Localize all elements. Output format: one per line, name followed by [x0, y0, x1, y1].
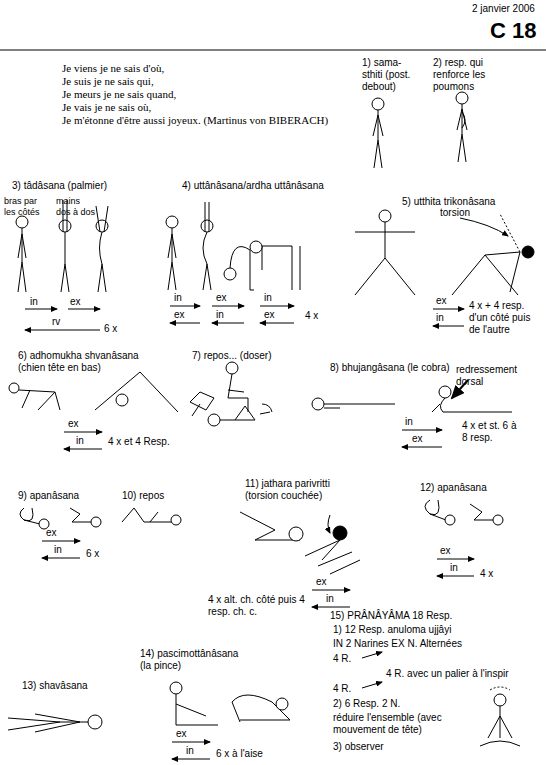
label: Je m'étonne d'être aussi joyeux. (Martin…	[62, 114, 328, 127]
label: Je vais je ne sais où,	[62, 101, 151, 114]
label: 4 x	[305, 310, 318, 322]
label: 12) apanâsana	[420, 482, 487, 494]
label: 3) observer	[333, 741, 384, 753]
label: in	[405, 416, 413, 428]
label: 6 x	[104, 323, 117, 335]
label: ex	[68, 418, 79, 430]
label: 2) resp. qui renforce les poumons	[433, 57, 503, 93]
label: in	[76, 435, 84, 447]
label: 5) utthita trikonâsana	[402, 196, 495, 208]
label: 14) pascimottânâsana (la pince)	[140, 648, 252, 672]
label: 2) 6 Resp. 2 N.	[333, 698, 400, 710]
label: 4 R.	[333, 653, 351, 665]
label: ex	[70, 296, 81, 308]
label: torsion	[440, 207, 470, 219]
label: 2 janvier 2006	[472, 3, 535, 15]
label: Je viens je ne sais d'où,	[62, 62, 164, 75]
label: in	[54, 544, 62, 556]
label: mains dos à dos	[56, 196, 96, 218]
label: ex	[412, 433, 423, 445]
label: 8) bhujangâsana (le cobra)	[330, 362, 450, 374]
label: 4 x	[480, 568, 493, 580]
sheet-title: C 18	[490, 20, 536, 42]
label: in	[174, 292, 182, 304]
label: IN 2 Narines EX N. Alternées	[333, 638, 462, 650]
label: 4 x alt. ch. côté puis 4 resp. ch. c.	[208, 594, 308, 618]
label: 9) apanâsana	[18, 490, 79, 502]
label: 6) adhomukha shvanâsana (chien tête en b…	[18, 350, 158, 374]
label: 4 R.	[333, 683, 351, 695]
label: 13) shavâsana	[22, 680, 88, 692]
label: Je meurs je ne sais quand,	[62, 88, 176, 101]
label: ex	[440, 545, 451, 557]
label: ex	[436, 295, 447, 307]
label: 4 x + 4 resp. d'un côté puis de l'autre	[469, 300, 543, 336]
label: ex	[316, 576, 327, 588]
label: in	[326, 593, 334, 605]
label: in	[436, 312, 444, 324]
label: 4 x et st. 6 à 8 resp.	[462, 420, 518, 444]
label: Je suis je ne sais qui,	[62, 75, 154, 88]
label: 11) jathara parivritti (torsion couchée)	[245, 478, 357, 502]
label: 4) uttânâsana/ardha uttânâsana	[182, 180, 324, 192]
label: 3) tâdâsana (palmier)	[12, 180, 107, 192]
label: in	[264, 292, 272, 304]
label: 1) sama- sthiti (post. debout)	[362, 57, 412, 93]
label: 7) repos... (doser)	[192, 350, 271, 362]
label: ex	[216, 292, 227, 304]
label: in	[30, 296, 38, 308]
label: in	[216, 309, 224, 321]
label: rv	[52, 316, 60, 328]
label: 10) repos	[122, 490, 164, 502]
label: in	[450, 562, 458, 574]
label: ex	[46, 527, 57, 539]
label: ex	[174, 309, 185, 321]
label: 4 R. avec un palier à l'inspir	[386, 668, 509, 680]
label: in	[186, 745, 194, 757]
label: ex	[264, 309, 275, 321]
label: redressement dorsal	[456, 364, 534, 388]
label: réduire l'ensemble (avec mouvement de tê…	[333, 712, 483, 736]
label: bras par les côtés	[4, 196, 50, 218]
label: 6 x à l'aise	[216, 748, 263, 760]
label: 15) PRÂNÂYÂMA 18 Resp.	[330, 610, 452, 622]
label: 1) 12 Resp. anuloma ujjâyi	[333, 624, 451, 636]
label: 6 x	[86, 548, 99, 560]
label: 4 x et 4 Resp.	[108, 436, 170, 448]
label: ex	[176, 728, 187, 740]
